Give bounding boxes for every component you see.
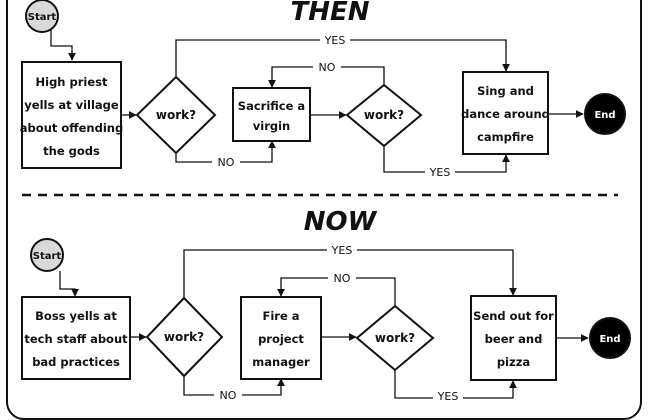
now-step3-line2: beer and (485, 332, 543, 346)
now-yes-bottom-bg (433, 390, 463, 400)
then-step1-box (21, 61, 122, 169)
then-step2-line2: virgin (253, 119, 290, 133)
now-decision2-label: work? (375, 331, 415, 345)
then-yes-bottom-label: YES (429, 166, 451, 179)
now-step1-box (21, 296, 131, 380)
then-end-node (584, 93, 626, 135)
then-no-bottom-label: NO (218, 156, 235, 169)
then-decision1-diamond (135, 75, 217, 155)
now-no-bottom-bg (214, 388, 242, 400)
then-no-loop-label: NO (319, 61, 336, 74)
then-start-label: Start (28, 12, 57, 23)
now-start-connector (59, 271, 79, 297)
then-step1-line1: High priest (36, 75, 108, 89)
then-step3-line2: dance around (461, 107, 550, 121)
then-step3-line1: Sing and (477, 84, 534, 98)
now-step2-line2: project (258, 332, 304, 346)
then-step3-box (462, 71, 549, 155)
then-decision2-label: work? (364, 108, 404, 122)
then-start-connector (50, 30, 76, 61)
then-heading: THEN (290, 0, 369, 27)
then-end-label: End (594, 110, 615, 121)
now-yes-top-bg (327, 243, 357, 256)
now-step1-line3: bad practices (32, 355, 120, 369)
now-step3-line1: Send out for (473, 309, 554, 323)
now-start-node (30, 238, 64, 272)
then-start-node (25, 0, 59, 33)
then-no-bottom-bg (212, 155, 240, 168)
now-end-node (589, 317, 631, 359)
then-step2-line1: Sacrifice a (238, 99, 305, 113)
now-decision1-label: work? (164, 330, 204, 344)
then-step1-line3: about offending (20, 121, 123, 135)
now-step3-line3: pizza (497, 355, 530, 369)
now-step2-box (240, 296, 322, 380)
then-step1-line2: yells at village (24, 98, 119, 112)
now-step2-line3: manager (252, 355, 310, 369)
now-heading: NOW (304, 207, 378, 237)
now-step2-line1: Fire a (262, 309, 299, 323)
then-step3-line3: campfire (477, 130, 534, 144)
now-yes-bottom-label: YES (437, 390, 459, 400)
flowchart-diagram: THEN YES NO NO YES Start High priest yel… (20, 0, 631, 400)
then-yes-top-label: YES (324, 34, 346, 47)
now-yes-top-label: YES (331, 244, 353, 257)
then-decision2-diamond (345, 83, 423, 148)
now-step3-box (470, 295, 557, 381)
now-no-loop-bg (328, 271, 356, 284)
now-no-loop-label: NO (334, 272, 351, 285)
then-yes-top-bg (320, 33, 350, 46)
then-decision1-label: work? (156, 108, 196, 122)
now-step1-line1: Boss yells at (35, 309, 117, 323)
now-start-label: Start (33, 251, 62, 262)
now-end-label: End (599, 334, 620, 345)
now-decision1-diamond (145, 296, 224, 378)
now-step1-line2: tech staff about (24, 332, 128, 346)
then-step2-box (232, 87, 311, 142)
then-step1-line4: the gods (43, 144, 100, 158)
now-decision2-diamond (355, 304, 435, 372)
then-no-loop-bg (313, 60, 341, 73)
now-no-bottom-label: NO (220, 389, 237, 400)
then-yes-bottom-bg (425, 165, 455, 178)
